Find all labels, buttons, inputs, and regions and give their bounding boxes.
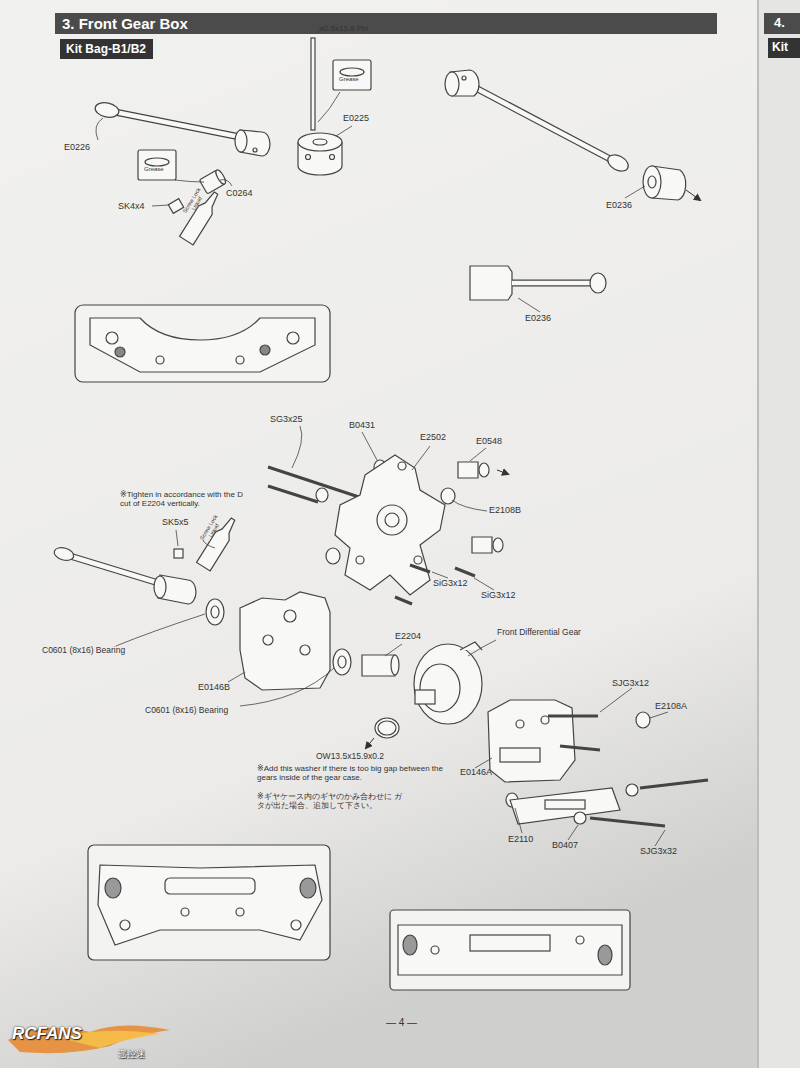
part-number: E0236	[525, 313, 551, 323]
part-number: E0146A	[460, 767, 492, 777]
part-number: E0225	[343, 113, 369, 123]
grease-icon-text: Grease	[144, 166, 164, 173]
assembly-note: ※Tighten in accordance with the D cut of…	[120, 490, 255, 508]
page-number: ― 4 ―	[386, 1017, 417, 1029]
part-number: E2110	[508, 834, 533, 844]
part-number: SK5x5	[162, 517, 189, 527]
part-number: E0146B	[198, 682, 230, 692]
assembly-note-japanese: ※ギヤケース内のギヤのかみ合わせに ガタが出た場合、追加して下さい。	[257, 792, 405, 810]
part-number: SJG3x12	[612, 678, 649, 688]
part-number: E2502	[420, 432, 446, 442]
part-number: SG3x25	[270, 414, 303, 424]
part-label: OW13.5x15.9x0.2	[316, 752, 384, 762]
next-page-kit: Kit	[772, 41, 788, 55]
part-number: SiG3x12	[433, 578, 468, 588]
watermark: RCFANS	[12, 1024, 82, 1044]
assembly-note: ※Add this washer if there is too big gap…	[257, 764, 443, 782]
part-number: C0264	[226, 188, 253, 198]
watermark: 遥控迷	[118, 1049, 145, 1059]
part-number: SK4x4	[118, 201, 145, 211]
part-number: E2204	[395, 631, 421, 641]
kit-bag-box: Kit Bag-B1/B2	[60, 39, 153, 59]
part-number: B0407	[552, 840, 578, 850]
next-page-title: 4.	[774, 16, 785, 31]
part-label: C0601 (8x16) Bearing	[42, 646, 125, 656]
kit-bag-text: Kit Bag-B1/B2	[66, 42, 147, 56]
part-label: C0601 (8x16) Bearing	[145, 706, 228, 716]
part-number: B0431	[349, 420, 375, 430]
part-number: E0236	[606, 200, 632, 210]
part-number: E0548	[476, 436, 502, 446]
part-number: E2108A	[655, 701, 687, 711]
part-label: ⌀2.5x15.8 Pin	[319, 24, 368, 33]
part-number: SiG3x12	[481, 590, 516, 600]
grease-icon-text: Grease	[339, 76, 359, 83]
part-number: E0226	[64, 142, 90, 152]
page-title: 3. Front Gear Box	[62, 15, 188, 32]
part-number: SJG3x32	[640, 846, 677, 856]
part-number: E2108B	[489, 505, 521, 515]
part-label: Front Differential Gear	[497, 628, 581, 638]
